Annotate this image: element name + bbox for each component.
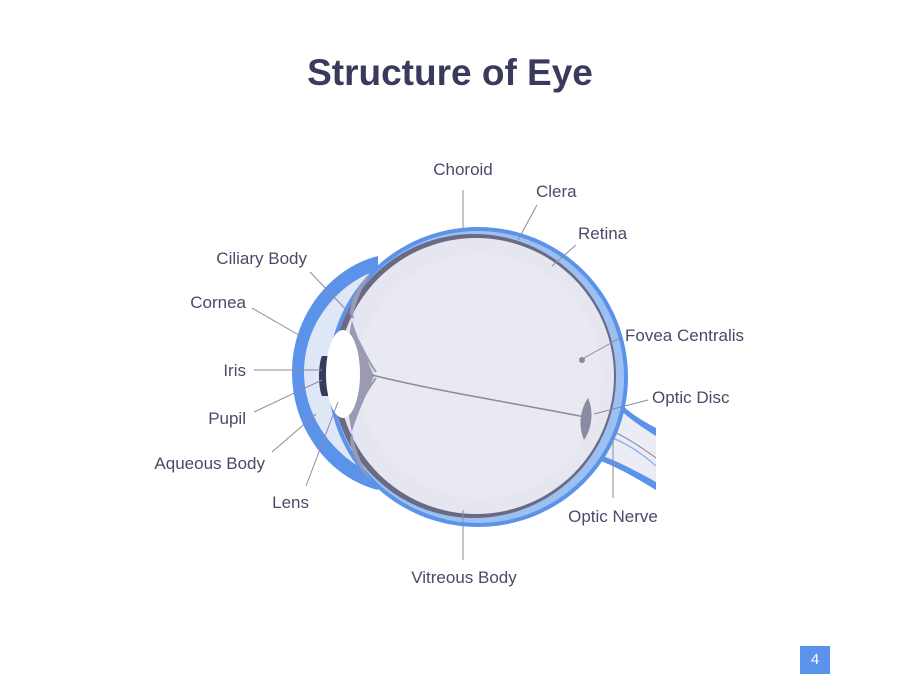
label-optic-disc: Optic Disc: [652, 388, 730, 407]
fovea-centralis-dot: [579, 357, 585, 363]
leader-optic-disc: [593, 399, 649, 415]
ciliary-body-shape: [347, 272, 374, 482]
label-retina: Retina: [578, 224, 628, 243]
leader-aqueous-body: [271, 413, 317, 453]
leader-ciliary-body: [309, 271, 355, 319]
visual-axis-line: [371, 374, 591, 419]
label-cornea: Cornea: [190, 293, 246, 312]
label-optic-nerve: Optic Nerve: [568, 507, 658, 526]
retina-highlight: [358, 254, 602, 498]
lens-shape: [326, 330, 360, 418]
label-clera: Clera: [536, 182, 577, 201]
label-ciliary-body: Ciliary Body: [216, 249, 307, 268]
optic-disc-shape: [580, 398, 592, 440]
page-title: Structure of Eye: [307, 52, 593, 93]
zonule-lower: [357, 377, 377, 409]
label-choroid: Choroid: [433, 160, 493, 179]
leader-cornea: [251, 307, 305, 339]
label-fovea-centralis: Fovea Centralis: [625, 326, 744, 345]
label-pupil: Pupil: [208, 409, 246, 428]
label-lens: Lens: [272, 493, 309, 512]
label-vitreous-body: Vitreous Body: [411, 568, 517, 587]
label-iris: Iris: [223, 361, 246, 380]
zonule-upper: [357, 339, 377, 373]
leader-retina: [551, 244, 577, 267]
page-number-badge: 4: [800, 646, 830, 674]
leader-fovea-centralis: [583, 337, 621, 359]
leader-lens: [305, 401, 339, 487]
leader-pupil: [253, 379, 323, 413]
leader-clera: [517, 204, 538, 241]
label-aqueous-body: Aqueous Body: [154, 454, 265, 473]
iris-shape: [319, 356, 328, 396]
